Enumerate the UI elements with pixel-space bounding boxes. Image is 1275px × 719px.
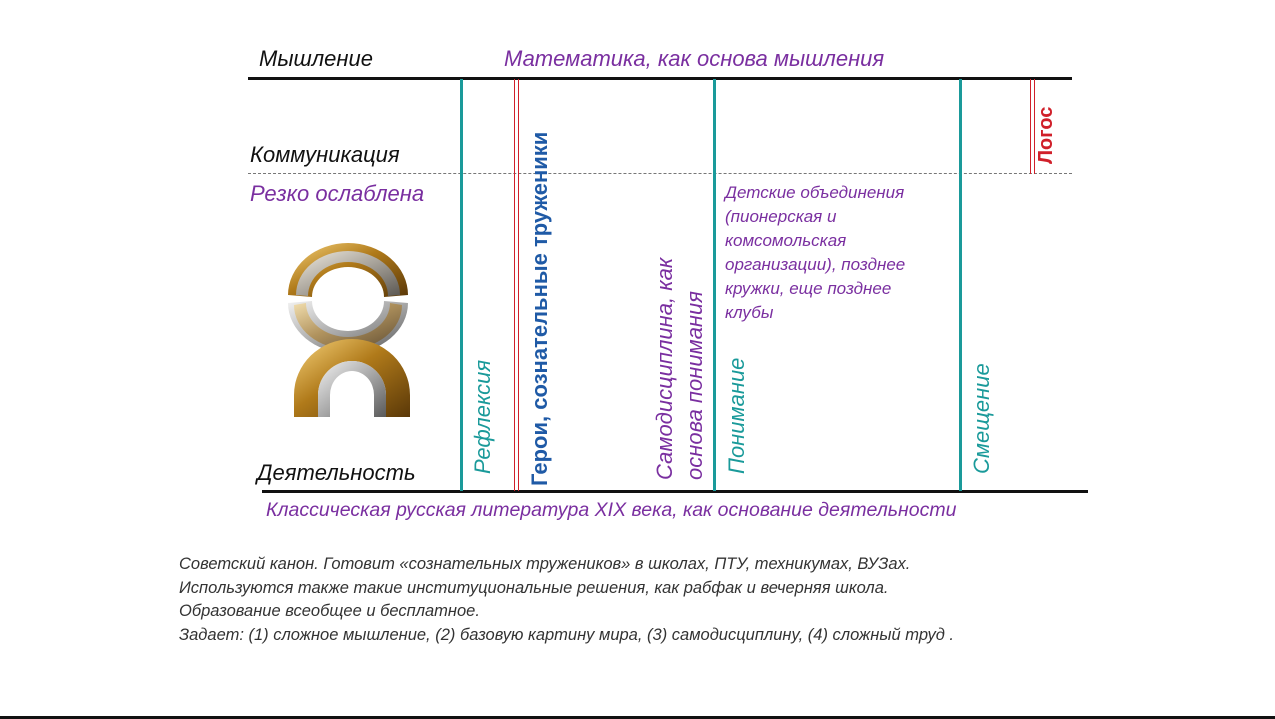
top-thinking-line [248,77,1072,80]
communication-label: Коммуникация [250,142,400,167]
communication-dashed-line [248,173,1072,174]
children-orgs-line: Детские объединения [725,183,905,202]
shift-label: Смещение [969,363,994,474]
understanding-label: Понимание [724,357,749,474]
children-orgs-line: клубы [725,303,774,322]
shift-column-line [959,79,962,491]
literature-label: Классическая русская литература XIX века… [266,499,957,521]
reflection-label: Рефлексия [470,359,495,474]
activity-label: Деятельность [257,460,416,485]
children-orgs-line: комсомольская [725,231,847,250]
children-orgs-text: Детские объединения (пионерская и комсом… [725,181,905,325]
footer-border-line [0,716,1275,719]
children-orgs-line: организации), позднее [725,255,906,274]
logos-column-line [1030,79,1035,174]
caption-line: Используются также такие институциональн… [179,579,889,597]
children-orgs-line: кружки, еще позднее [725,279,892,298]
heroes-column-line [514,79,519,491]
children-orgs-line: (пионерская и [725,207,837,226]
logos-label: Логос [1035,106,1057,164]
weakened-label: Резко ослаблена [250,181,425,206]
thinking-label: Мышление [259,46,373,71]
caption-line: Образование всеобщее и бесплатное. [179,602,480,620]
caption-line: Советский канон. Готовит «сознательных т… [179,555,911,573]
bottom-activity-line [262,490,1088,493]
understanding-column-line [713,79,716,491]
self-discipline-label-line2: основа понимания [682,290,707,480]
logo-rings-icon [288,243,410,417]
heroes-label: Герои, сознательные труженики [527,131,552,486]
math-title: Математика, как основа мышления [504,46,885,71]
self-discipline-label-line1: Самодисциплина, как [652,257,677,480]
caption-line: Задает: (1) сложное мышление, (2) базову… [179,626,954,644]
reflection-column-line [460,79,463,491]
